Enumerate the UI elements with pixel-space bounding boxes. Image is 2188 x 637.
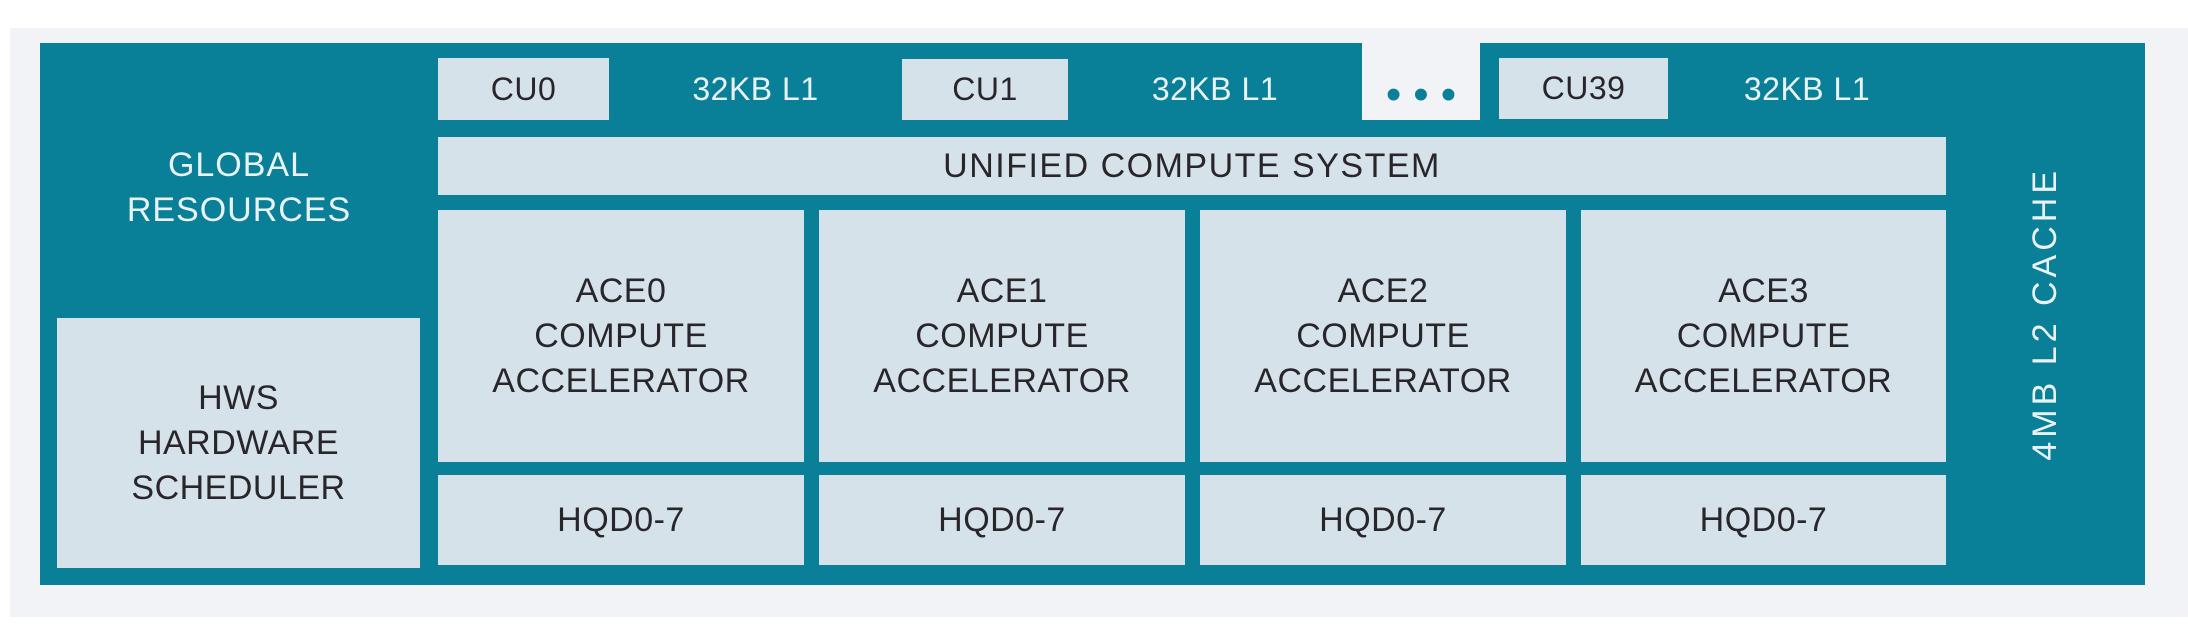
- cu0-box: CU0: [438, 58, 609, 120]
- global-resources-line1: GLOBAL: [167, 146, 311, 184]
- l1-cache-label-after-cu1: 32KB L1: [1151, 71, 1279, 107]
- global-resources-line2: RESOURCES: [126, 191, 352, 229]
- ace0-compute-accelerator-box: ACE0 COMPUTE ACCELERATOR: [438, 210, 804, 462]
- ace0-name: ACE0: [575, 271, 667, 310]
- hws-line2: HARDWARE: [137, 423, 340, 462]
- global-resources-label: GLOBAL RESOURCES: [40, 143, 438, 233]
- ace3-line3: ACCELERATOR: [1634, 361, 1893, 400]
- cu1-box: CU1: [902, 59, 1068, 120]
- ace1-name: ACE1: [956, 271, 1048, 310]
- ace3-line2: COMPUTE: [1676, 316, 1851, 355]
- gpu-architecture-diagram: GLOBAL RESOURCES HWS HARDWARE SCHEDULER …: [40, 43, 2145, 585]
- hws-line3: SCHEDULER: [131, 468, 346, 507]
- l2-cache-label: 4MB L2 CACHE: [2026, 167, 2064, 461]
- ace1-line3: ACCELERATOR: [873, 361, 1131, 400]
- ellipsis-dots: •••: [1385, 69, 1469, 119]
- ace3-name: ACE3: [1718, 271, 1809, 310]
- hqd-box-ace1: HQD0-7: [819, 475, 1185, 565]
- unified-compute-system-bar: UNIFIED COMPUTE SYSTEM: [438, 137, 1946, 195]
- figure-background: GLOBAL RESOURCES HWS HARDWARE SCHEDULER …: [10, 28, 2188, 617]
- l2-cache-bar: 4MB L2 CACHE: [1946, 43, 2145, 585]
- hqd-box-ace0: HQD0-7: [438, 475, 804, 565]
- cu-ellipsis-notch: •••: [1362, 43, 1480, 120]
- ace2-name: ACE2: [1337, 271, 1429, 310]
- ace1-line2: COMPUTE: [915, 316, 1089, 355]
- ace2-compute-accelerator-box: ACE2 COMPUTE ACCELERATOR: [1200, 210, 1566, 462]
- hqd-box-ace3: HQD0-7: [1581, 475, 1946, 565]
- ace2-line3: ACCELERATOR: [1254, 361, 1512, 400]
- ace1-compute-accelerator-box: ACE1 COMPUTE ACCELERATOR: [819, 210, 1185, 462]
- l1-cache-label-after-cu0: 32KB L1: [692, 70, 819, 107]
- ace0-line3: ACCELERATOR: [492, 361, 750, 400]
- ace3-compute-accelerator-box: ACE3 COMPUTE ACCELERATOR: [1581, 210, 1946, 462]
- l1-cache-label-after-cu39: 32KB L1: [1743, 70, 1871, 107]
- hws-line1: HWS: [198, 378, 279, 417]
- hws-hardware-scheduler-box: HWS HARDWARE SCHEDULER: [57, 318, 420, 568]
- ace2-line2: COMPUTE: [1296, 316, 1470, 355]
- hqd-box-ace2: HQD0-7: [1200, 475, 1566, 565]
- cu39-box: CU39: [1499, 58, 1668, 119]
- ace0-line2: COMPUTE: [534, 316, 708, 355]
